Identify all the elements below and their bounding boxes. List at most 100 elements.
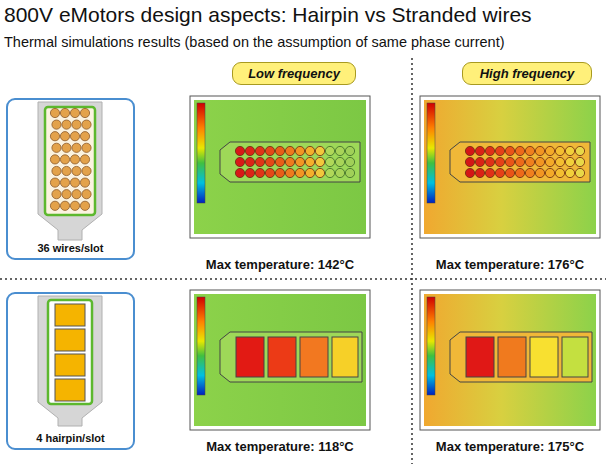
wire-strand: [72, 166, 81, 175]
wire-strand: [50, 178, 59, 187]
wire-strand: [295, 146, 304, 155]
wire-strand: [245, 168, 254, 177]
wire-strand: [575, 157, 584, 166]
wire-strand: [50, 201, 59, 210]
frequency-badge: High frequency: [462, 62, 592, 85]
wire-strand: [325, 146, 334, 155]
wire-strand: [50, 155, 59, 164]
wire-strand: [62, 120, 71, 129]
wire-strand: [50, 132, 59, 141]
wire-strand: [495, 157, 504, 166]
wire-strand: [62, 190, 71, 199]
wire-strand: [305, 157, 314, 166]
subtitle: Thermal simulations results (based on th…: [4, 34, 504, 50]
wire-strand: [255, 146, 264, 155]
wire-strand: [72, 190, 81, 199]
wire-strand: [505, 146, 514, 155]
wire-strand: [70, 155, 79, 164]
thermal-result: Max temperature: 176°C: [420, 96, 600, 272]
wire-strand: [80, 201, 89, 210]
wire-strand: [60, 178, 69, 187]
wire-strand: [305, 168, 314, 177]
thermal-result: Max temperature: 118°C: [190, 290, 370, 454]
wire-strand: [72, 143, 81, 152]
wire-strand: [80, 155, 89, 164]
badge-text: High frequency: [480, 66, 575, 81]
wire-strand: [505, 168, 514, 177]
wire-strand: [52, 143, 61, 152]
wire-strand: [515, 168, 524, 177]
wire-strand: [82, 120, 91, 129]
wire-strand: [285, 168, 294, 177]
wire-strand: [495, 168, 504, 177]
caption: Max temperature: 176°C: [420, 257, 600, 272]
wire-strand: [575, 168, 584, 177]
wire-strand: [305, 146, 314, 155]
wire-strand: [465, 168, 474, 177]
wire-strand: [70, 178, 79, 187]
wire-strand: [62, 166, 71, 175]
wire-strand: [80, 132, 89, 141]
wire-strand: [565, 157, 574, 166]
wire-strand: [60, 132, 69, 141]
wire-strand: [525, 168, 534, 177]
thermal-result: Max temperature: 175°C: [420, 290, 600, 454]
thermal-plot: [190, 96, 370, 238]
wire-strand: [50, 108, 59, 117]
wire-strand: [545, 146, 554, 155]
wire-strand: [275, 146, 284, 155]
wire-strand: [485, 168, 494, 177]
wire-strand: [52, 120, 61, 129]
wire-strand: [315, 146, 324, 155]
wire-strand: [515, 146, 524, 155]
wire-strand: [235, 146, 244, 155]
wire-strand: [255, 157, 264, 166]
wire-strand: [545, 168, 554, 177]
wire-strand: [345, 168, 354, 177]
wire-strand: [255, 168, 264, 177]
wire-strand: [545, 157, 554, 166]
wire-strand: [82, 143, 91, 152]
wire-strand: [62, 143, 71, 152]
wire-strand: [295, 168, 304, 177]
slot-panel: 4 hairpin/slot: [6, 292, 135, 450]
wire-strand: [335, 157, 344, 166]
wire-strand: [80, 108, 89, 117]
wire-strand: [265, 146, 274, 155]
frequency-badge: Low frequency: [232, 62, 356, 85]
wire-strand: [535, 157, 544, 166]
divider-line: [0, 278, 606, 280]
wire-strand: [475, 146, 484, 155]
wire-strand: [275, 157, 284, 166]
wire-strand: [335, 146, 344, 155]
caption: Max temperature: 118°C: [190, 439, 370, 454]
wire-strand: [80, 178, 89, 187]
hairpin-slot: [38, 296, 102, 426]
wire-strand: [465, 146, 474, 155]
caption: Max temperature: 175°C: [420, 439, 600, 454]
wire-strand: [475, 157, 484, 166]
slot-panel: 36 wires/slot: [6, 98, 135, 260]
wire-strand: [245, 146, 254, 155]
wire-strand: [555, 157, 564, 166]
wire-strand: [325, 168, 334, 177]
wire-strand: [555, 168, 564, 177]
wire-strand: [475, 168, 484, 177]
wire-strand: [52, 166, 61, 175]
wire-strand: [82, 166, 91, 175]
wire-strand: [70, 108, 79, 117]
wire-strand: [335, 168, 344, 177]
wire-strand: [525, 157, 534, 166]
wire-strand: [70, 201, 79, 210]
thermal-plot: [190, 290, 370, 430]
wire-strand: [70, 132, 79, 141]
badge-text: Low frequency: [248, 66, 340, 81]
wire-strand: [575, 146, 584, 155]
wire-strand: [60, 201, 69, 210]
wire-strand: [495, 146, 504, 155]
wire-strand: [82, 190, 91, 199]
caption: 4 hairpin/slot: [8, 432, 133, 444]
wire-strand: [235, 157, 244, 166]
wire-strand: [60, 155, 69, 164]
caption: Max temperature: 142°C: [190, 257, 370, 272]
